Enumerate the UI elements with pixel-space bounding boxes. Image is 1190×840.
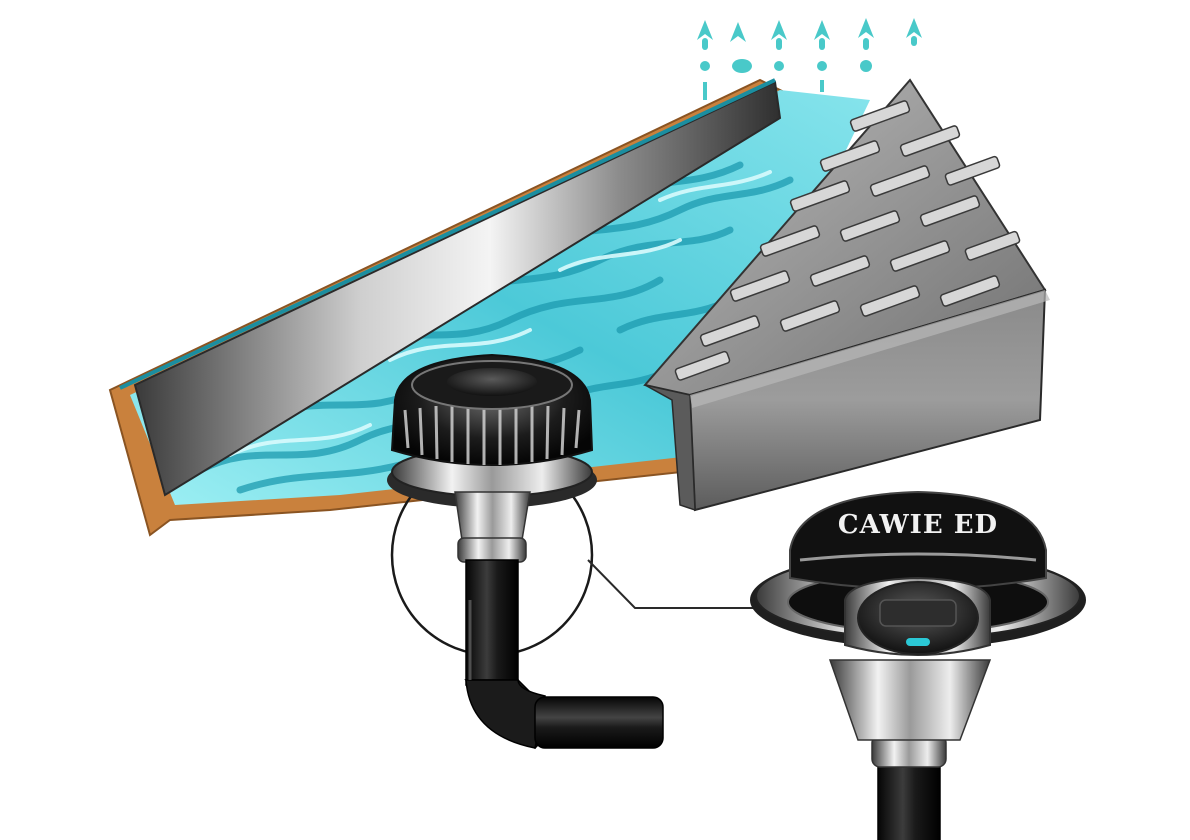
status-led [906, 638, 930, 646]
drain-detail-zoom: CAWIE ED [750, 490, 1086, 840]
parapet-top-edge [119, 78, 776, 390]
roof-drain-icon [387, 353, 597, 563]
rain-drop-icon [730, 22, 752, 73]
rain-drop-icon [858, 18, 874, 72]
parapet-wall [133, 80, 782, 497]
roof-tiles [674, 100, 1021, 381]
callout-leader-line [587, 559, 760, 609]
rain-drop-icon [906, 18, 922, 46]
beam-flange [644, 384, 696, 512]
rain-drop-icon [771, 20, 787, 71]
roof-structure [643, 78, 1050, 512]
elbow-pipe-icon [464, 559, 664, 750]
drain-logo-text: CAWIE ED [838, 510, 998, 540]
rain-drop-icon [814, 20, 830, 92]
rain-drops [697, 18, 922, 100]
rain-drop-icon [697, 20, 713, 100]
water-highlights [228, 170, 772, 457]
